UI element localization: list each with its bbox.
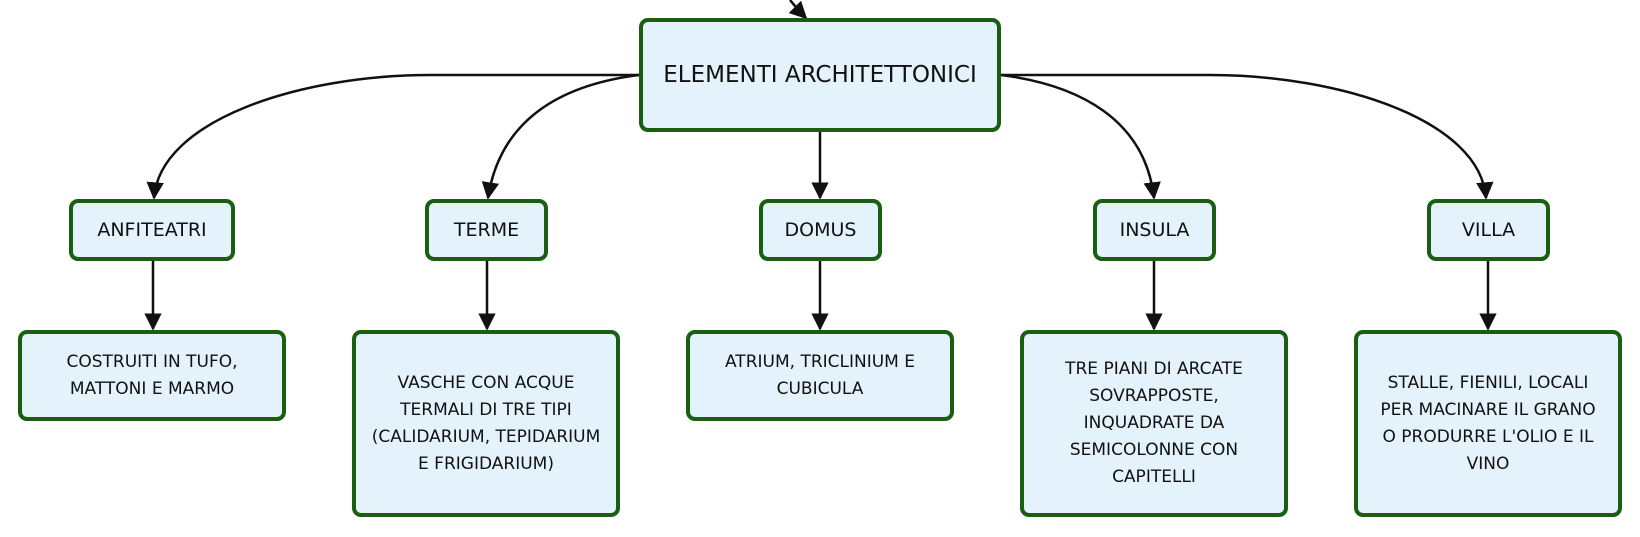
node-terme[interactable]: TERME — [425, 199, 548, 261]
desc-anfiteatri[interactable]: COSTRUITI IN TUFO, MATTONI E MARMO — [18, 330, 286, 421]
node-insula[interactable]: INSULA — [1093, 199, 1216, 261]
node-label: INSULA — [1119, 219, 1190, 241]
incoming-edge — [788, 0, 808, 20]
desc-text: COSTRUITI IN TUFO, MATTONI E MARMO — [66, 351, 238, 399]
root-node[interactable]: ELEMENTI ARCHITETTONICI — [639, 18, 1001, 132]
desc-text: TRE PIANI DI ARCATE SOVRAPPOSTE, INQUADR… — [1065, 359, 1243, 487]
desc-text: ATRIUM, TRICLINIUM E CUBICULA — [725, 351, 915, 399]
node-label: VILLA — [1461, 219, 1516, 241]
edge-root-anfiteatri — [146, 73, 639, 200]
edge-root-terme — [481, 73, 640, 200]
edge-root-insula — [1000, 73, 1161, 200]
desc-terme[interactable]: VASCHE CON ACQUE TERMALI DI TRE TIPI (CA… — [352, 330, 620, 517]
desc-text: STALLE, FIENILI, LOCALI PER MACINARE IL … — [1380, 372, 1596, 474]
desc-insula[interactable]: TRE PIANI DI ARCATE SOVRAPPOSTE, INQUADR… — [1020, 330, 1288, 517]
desc-domus[interactable]: ATRIUM, TRICLINIUM E CUBICULA — [686, 330, 954, 421]
node-label: ANFITEATRI — [97, 219, 207, 241]
edge-root-villa — [1001, 73, 1494, 200]
root-label: ELEMENTI ARCHITETTONICI — [663, 62, 977, 88]
node-anfiteatri[interactable]: ANFITEATRI — [69, 199, 235, 261]
node-label: DOMUS — [784, 219, 857, 241]
node-villa[interactable]: VILLA — [1427, 199, 1550, 261]
desc-villa[interactable]: STALLE, FIENILI, LOCALI PER MACINARE IL … — [1354, 330, 1622, 517]
desc-text: VASCHE CON ACQUE TERMALI DI TRE TIPI (CA… — [371, 372, 601, 474]
node-domus[interactable]: DOMUS — [759, 199, 882, 261]
node-label: TERME — [453, 219, 520, 241]
